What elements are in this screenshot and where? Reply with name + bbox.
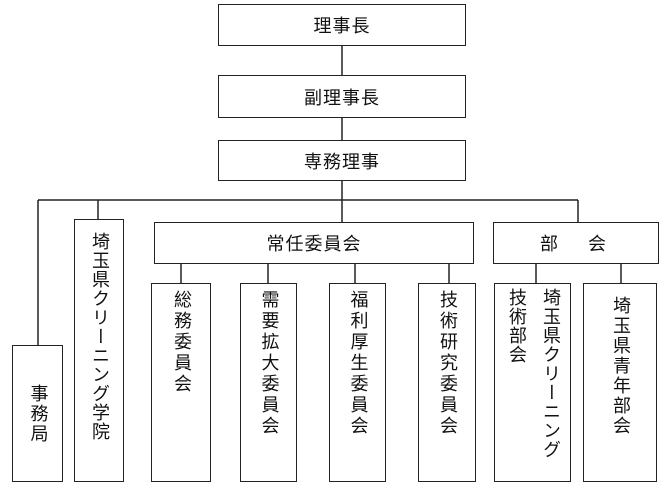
jimukyoku-label: 事務局	[27, 384, 49, 444]
youth-subcommittee-box: 埼玉県青年部会	[583, 283, 657, 482]
standing-committee-label: 常任委員会	[266, 234, 362, 255]
technical-subcommittee-sublabel: 埼玉県クリーニング	[540, 288, 561, 459]
committee-gijutsu-label: 技術研究委員会	[437, 290, 458, 437]
committee-juyo-label: 需要拡大委員会	[258, 290, 280, 437]
committee-fukuri-label: 福利厚生委員会	[347, 290, 369, 437]
technical-subcommittee-label: 技術部会	[506, 288, 527, 364]
bukai-box: 部 会	[493, 222, 659, 264]
committee-gijutsu-box: 技術研究委員会	[418, 283, 476, 482]
chairman-box: 理事長	[218, 4, 466, 46]
cleaning-school-box: 埼玉県クリーニング学院	[74, 219, 124, 482]
committee-somu-label: 総務委員会	[171, 290, 192, 395]
chairman-label: 理事長	[313, 16, 371, 37]
vice-chairman-label: 副理事長	[304, 87, 380, 109]
technical-subcommittee-box: 技術部会 埼玉県クリーニング	[494, 283, 571, 482]
youth-subcommittee-label: 埼玉県青年部会	[610, 296, 631, 436]
executive-director-label: 専務理事	[304, 151, 380, 173]
committee-somu-box: 総務委員会	[151, 283, 211, 482]
committee-fukuri-box: 福利厚生委員会	[329, 283, 386, 482]
committee-juyo-box: 需要拡大委員会	[240, 283, 297, 482]
executive-director-box: 専務理事	[218, 140, 466, 181]
jimukyoku-box: 事務局	[12, 345, 63, 482]
standing-committee-box: 常任委員会	[154, 222, 474, 264]
bukai-label: 部 会	[540, 234, 612, 255]
cleaning-school-label: 埼玉県クリーニング学院	[89, 232, 110, 441]
vice-chairman-box: 副理事長	[218, 75, 466, 118]
